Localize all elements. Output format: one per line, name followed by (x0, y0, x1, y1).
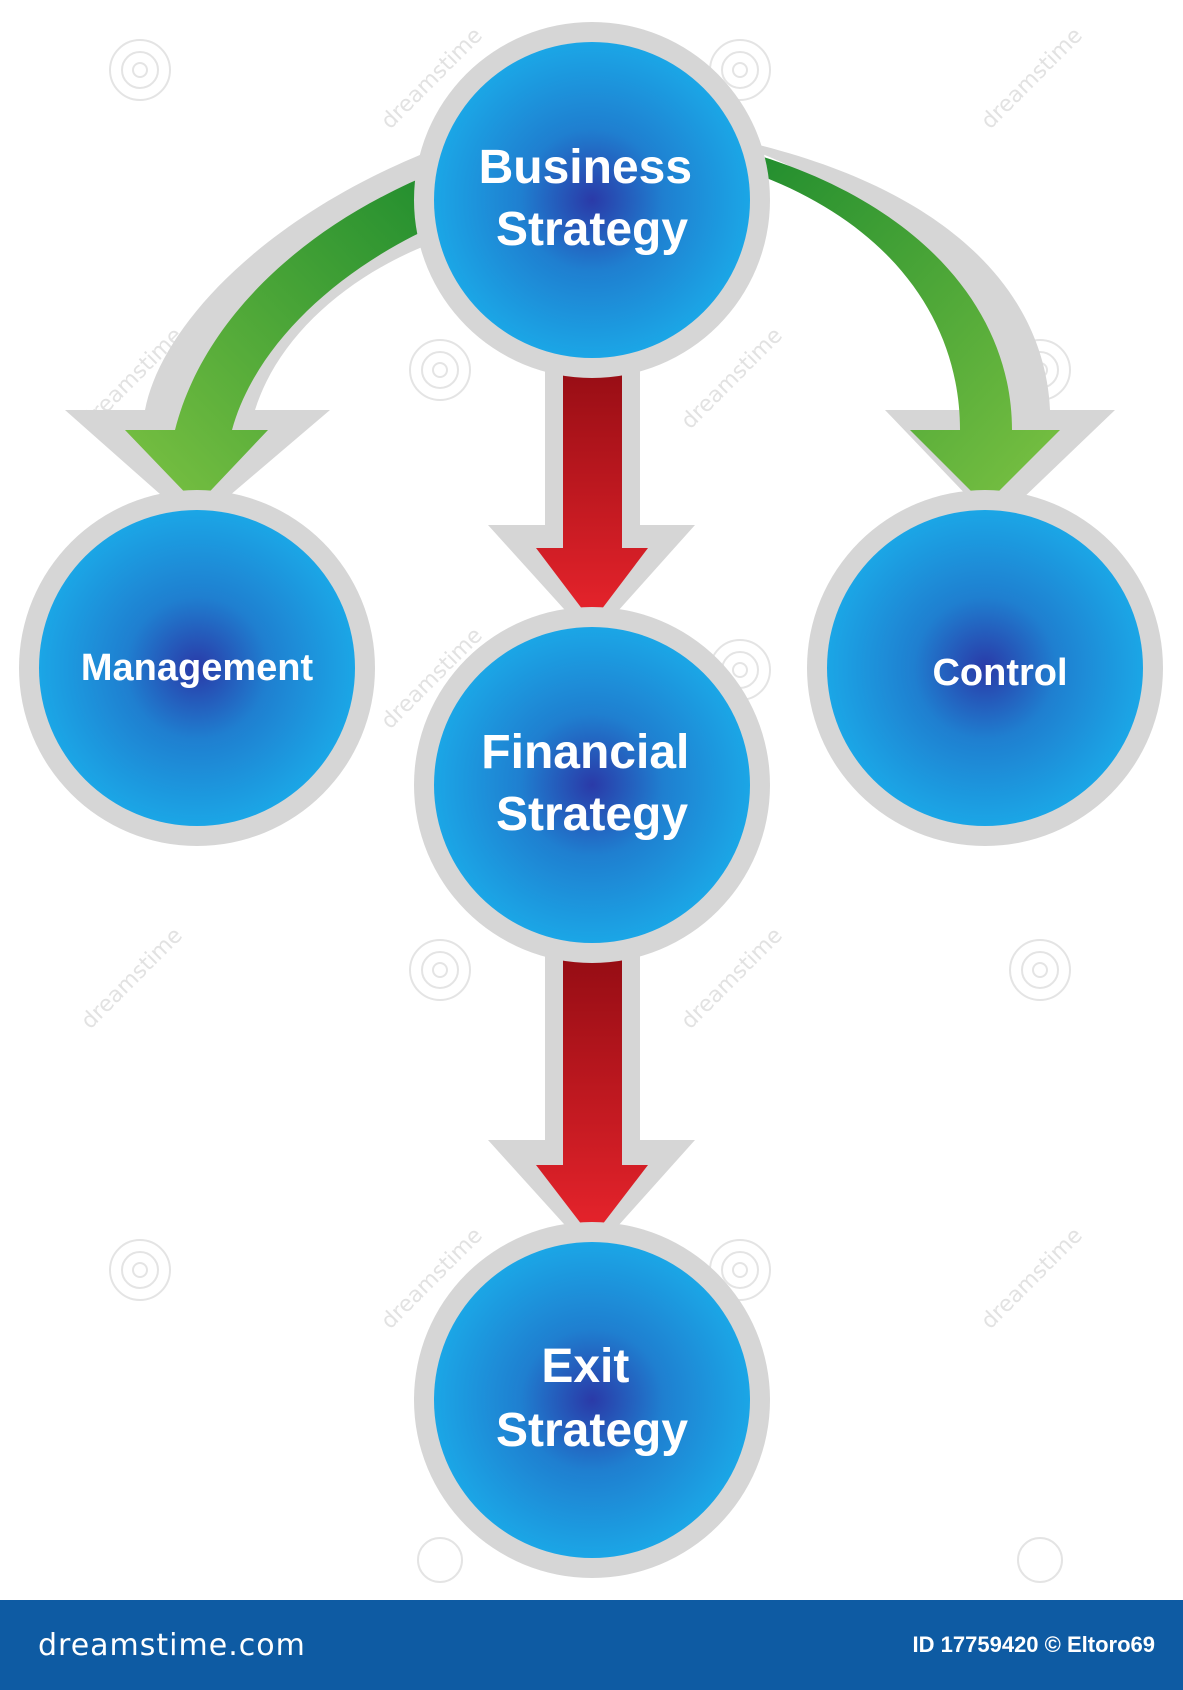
node-label-line: Management (81, 647, 314, 689)
svg-text:Exit Strategy: Exit Strategy (496, 1340, 688, 1457)
watermark-spiral-icon (109, 39, 1071, 1583)
watermark-text: dreamstime (977, 1223, 1088, 1334)
watermark-text: dreamstime (677, 923, 788, 1034)
node-label-line: Business (479, 141, 692, 194)
node-exit-strategy: Exit Strategy (414, 1222, 770, 1578)
node-label-line: Strategy (496, 203, 688, 256)
arrow-business-to-financial (536, 345, 648, 622)
svg-text:Financial Strategy: Financial Strategy (481, 726, 702, 841)
node-management: Management (19, 490, 375, 846)
stock-footer-bar: dreamstime.com ID 17759420 © Eltoro69 (0, 1600, 1183, 1690)
node-label-line: Exit (541, 1340, 629, 1393)
arrow-business-to-management (125, 170, 448, 505)
watermark-text: dreamstime (977, 23, 1088, 134)
svg-text:Management: Management (81, 647, 314, 689)
node-label-line: Strategy (496, 788, 688, 841)
footer-brand: dreamstime.com (38, 1627, 306, 1663)
node-control: Control (807, 490, 1163, 846)
arrow-business-to-control (740, 150, 1060, 505)
arrow-financial-to-exit (536, 935, 648, 1238)
svg-text:Business Strategy: Business Strategy (479, 141, 706, 256)
node-label-line: Control (932, 652, 1067, 694)
node-financial-strategy: Financial Strategy (414, 607, 770, 963)
svg-text:Control: Control (932, 652, 1067, 694)
strategy-flow-diagram: dreamstime dreamstime dreamstime dreamst… (19, 22, 1163, 1583)
node-label-line: Strategy (496, 1404, 688, 1457)
watermark-text: dreamstime (77, 923, 188, 1034)
node-label-line: Financial (481, 726, 689, 779)
node-business-strategy: Business Strategy (414, 22, 770, 378)
footer-credit: ID 17759420 © Eltoro69 (912, 1632, 1155, 1657)
